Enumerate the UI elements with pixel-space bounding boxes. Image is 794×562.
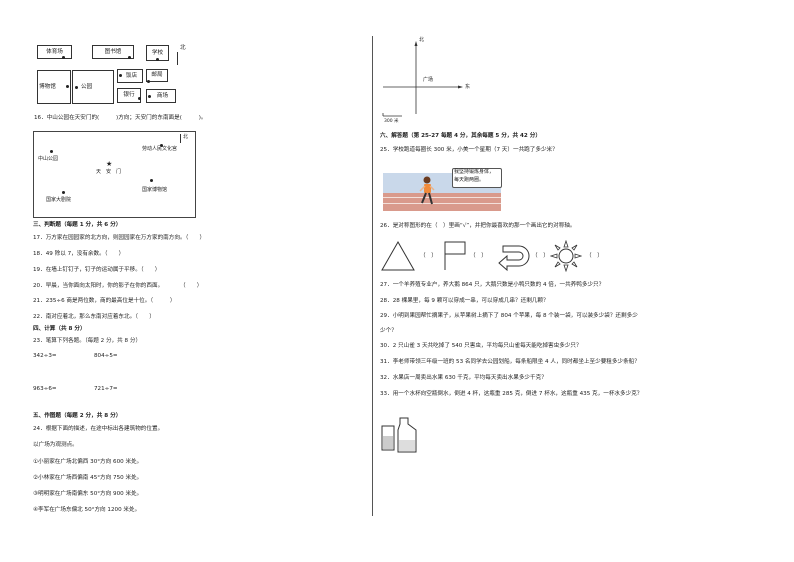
expr-2: 804÷5= [94,353,118,359]
q33: 33．用一个水杯向空瓶倒水，倒进 4 杯，这瓶重 285 克，倒进 7 杯水，这… [380,391,643,397]
map-dot [66,85,69,88]
map-dot [156,58,159,61]
map-dot [148,95,151,98]
q24: 24．根据下面的描述，在途中标出各建筑物的位置。 [33,426,164,432]
expr-3: 963÷6= [33,386,57,392]
q24-item-2: ②小林家在广场西偏南 45°方向 750 米处。 [33,475,143,481]
section6-heading: 六、解答题（第 25-27 每题 4 分，其余每题 5 分，共 42 分） [380,133,541,139]
q16-map-frame [33,131,196,218]
q16-dot [150,179,153,182]
map-dot [62,56,65,59]
triangle-shape [381,240,415,271]
q16-dot [50,150,53,153]
section4-heading: 四、计算（共 8 分） [33,326,86,332]
q31: 31．李老师带领三年级一班的 53 名同学去公园划船，每条船限坐 4 人，同时都… [380,359,640,365]
q25: 25．学校跑道每圈长 300 米，小美一个星期（7 天）一共跑了多少米？ [380,147,558,153]
cup-and-bottle-illustration [381,417,417,453]
map-dot [128,56,131,59]
q21: 21．235÷6 商是两位数，商的最高位是十位。（ ） [33,298,176,304]
column-divider [372,36,373,516]
running-track-illustration [383,173,501,211]
compass-diagram [382,41,463,117]
q24-intro: 以广场为观测点。 [33,442,78,448]
map-dot [75,86,78,89]
q24-item-4: ④李军在广场东偏北 50°方向 1200 米处。 [33,507,141,513]
north-label: 北 [180,45,186,51]
star-icon: ★ [106,160,113,168]
compass-north: 北 [419,37,425,43]
q29-cont: 少个？ [380,328,397,334]
q26: 26．是对称图形的在（ ）里画“√”，并把你最喜欢的那一个画出它的对称轴。 [380,223,576,229]
map-restaurant: 饭店 [117,69,143,83]
paren-2: （ ） [470,253,487,259]
q27: 27．一个羊养殖专业户，养大鹅 864 只，大鹅只数是小鸭只数的 4 倍，一共养… [380,282,605,288]
paren-3: （ ） [532,253,549,259]
bubble-line-1: 我坚持锻炼身体， [454,169,495,175]
q17: 17．万方家在园园家的北方向，则园园家在万方家的南方向。（ ） [33,235,206,241]
expr-4: 721÷7= [94,386,118,392]
q24-item-3: ③明明家在广场南偏东 50°方向 900 米处。 [33,491,143,497]
q16-dot [160,144,163,147]
q16-museum: 国家博物馆 [142,187,168,193]
map-museum: 博物馆 [37,70,71,104]
q16-laodong: 劳动人民文化宫 [142,146,178,152]
map-dot [147,80,150,83]
q30: 30．2 只山雀 3 天共吃掉了 540 只害虫，平均每只山雀每天能吃掉害虫多少… [380,343,582,349]
map-library: 图书馆 [92,45,134,59]
compass-center: 广场 [423,77,434,83]
q16-tiananmen: 天 安 门 [96,169,122,175]
paren-1: （ ） [420,253,437,259]
q32: 32．水果店一周卖出水果 630 千克，平均每天卖出水果多少千克？ [380,375,547,381]
map-park: 公园 [72,70,114,104]
q29: 29．小明到果园帮忙摘果子，从苹果树上摘下了 804 个苹果，每 8 个装一袋，… [380,313,638,319]
q23: 23．笔算下列各题。（每题 2 分，共 8 分） [33,338,142,344]
map-post: 邮局 [146,69,168,82]
q16-theater: 国家大剧院 [46,197,72,203]
q22: 22．南对应着北，那么东南对应着东北。（ ） [33,314,155,320]
q16-north: 北 [183,134,189,140]
paren-4: （ ） [586,253,603,259]
q16-north-line [180,134,181,143]
compass-east: 东 [465,84,471,90]
curved-arrow-shape [498,245,530,272]
compass-scale: 300 米 [384,119,399,124]
section3-heading: 三、判断题（每题 1 分，共 6 分） [33,222,122,228]
speech-bubble [452,168,502,188]
q16-text: 16．中山公园在天安门的( )方向；天安门的东南面是( )。 [34,115,207,121]
north-arrow-line [177,52,178,65]
map-school: 学校 [146,45,169,61]
map-dot [138,97,141,100]
q24-item-1: ①小丽家在广场北偏西 30°方向 600 米处。 [33,459,143,465]
map-mall: 商场 [146,89,176,103]
sun-shape [550,240,582,272]
bubble-line-2: 每天跑两圈。 [454,177,485,183]
q18: 18．49 除以 7，没有余数。（ ） [33,251,125,257]
map-bank: 银行 [117,88,141,103]
section5-heading: 五、作图题（每题 2 分，共 8 分） [33,413,122,419]
q16-dot [62,191,65,194]
q16-zhongshan: 中山公园 [38,156,59,162]
flag-shape [444,241,466,270]
runner-icon [419,176,435,205]
q19: 19．在墙上钉钉子，钉子的运动属于平移。（ ） [33,267,161,273]
q20: 20．早晨，当你面向太阳时，你的影子在你的西面。 （ ） [33,283,203,289]
expr-1: 342÷3= [33,353,57,359]
q28: 28．28 棵果里，每 9 颗可以穿成一串，可以穿成几串？还剩几颗？ [380,298,549,304]
map-dot [119,74,122,77]
map-stadium: 体育场 [37,45,72,59]
